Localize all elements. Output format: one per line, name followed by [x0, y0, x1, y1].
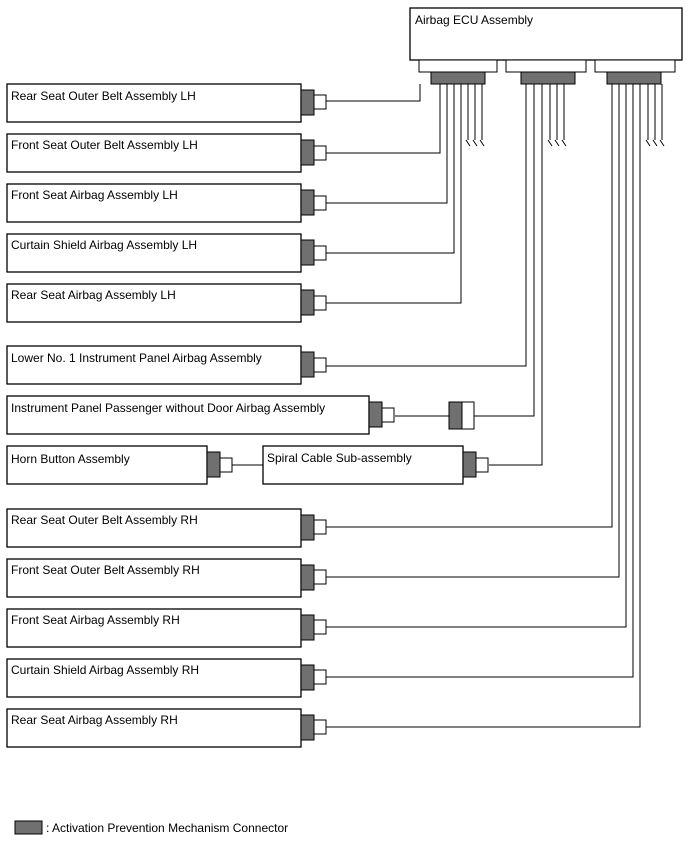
component-front-seat-outer-belt-lh: Front Seat Outer Belt Assembly LH: [6, 133, 327, 173]
connector-plug: [313, 94, 327, 110]
apm-connector: [300, 239, 315, 266]
component-horn-button: Horn Button Assembly: [6, 445, 233, 485]
component-lower-no1-ip-airbag: Lower No. 1 Instrument Panel Airbag Asse…: [6, 345, 327, 385]
connector-plug: [475, 457, 489, 473]
spiral-cable-label: Spiral Cable Sub-assembly: [267, 451, 412, 465]
component-rear-seat-outer-belt-rh: Rear Seat Outer Belt Assembly RH: [6, 508, 327, 548]
component-ip-passenger-airbag: Instrument Panel Passenger without Door …: [6, 395, 475, 435]
apm-connector: [300, 289, 315, 316]
apm-connector: [300, 614, 315, 641]
connector-plug: [313, 195, 327, 211]
legend-label: : Activation Prevention Mechanism Connec…: [46, 821, 288, 835]
connector-plug: [381, 407, 395, 423]
legend-apm-swatch: [14, 820, 43, 835]
rear-seat-airbag-lh-label: Rear Seat Airbag Assembly LH: [11, 288, 176, 302]
lower-no1-ip-airbag-label: Lower No. 1 Instrument Panel Airbag Asse…: [11, 351, 262, 365]
ecu-connector-b-body: [520, 71, 576, 85]
connector-plug: [313, 569, 327, 585]
apm-connector: [300, 351, 315, 378]
component-rear-seat-airbag-rh: Rear Seat Airbag Assembly RH: [6, 708, 327, 748]
component-curtain-shield-airbag-lh: Curtain Shield Airbag Assembly LH: [6, 233, 327, 273]
ecu-connector-c: [594, 59, 676, 73]
connector-plug: [219, 457, 233, 473]
connector-plug: [313, 357, 327, 373]
rear-seat-airbag-rh-label: Rear Seat Airbag Assembly RH: [11, 713, 178, 727]
apm-connector: [368, 401, 383, 428]
legend: : Activation Prevention Mechanism Connec…: [14, 820, 288, 835]
component-rear-seat-outer-belt-lh: Rear Seat Outer Belt Assembly LH: [6, 83, 327, 123]
component-rear-seat-airbag-lh: Rear Seat Airbag Assembly LH: [6, 283, 327, 323]
component-front-seat-outer-belt-rh: Front Seat Outer Belt Assembly RH: [6, 558, 327, 598]
airbag-ecu-assembly: Airbag ECU Assembly: [409, 7, 683, 85]
horn-button-label: Horn Button Assembly: [11, 452, 130, 466]
ecu-label: Airbag ECU Assembly: [415, 13, 533, 27]
apm-connector: [300, 89, 315, 116]
inline-apm-connector: [448, 401, 463, 430]
ecu-connector-c-body: [606, 71, 662, 85]
connector-plug: [313, 295, 327, 311]
apm-connector: [300, 714, 315, 741]
ecu-connector-a: [418, 59, 498, 73]
connector-plug: [313, 519, 327, 535]
ip-passenger-airbag-label: Instrument Panel Passenger without Door …: [11, 401, 325, 415]
connector-plug: [313, 245, 327, 261]
connector-plug: [313, 619, 327, 635]
apm-connector: [300, 139, 315, 166]
wiring-harness: [232, 84, 665, 728]
front-seat-outer-belt-rh-label: Front Seat Outer Belt Assembly RH: [11, 563, 200, 577]
apm-connector: [206, 451, 221, 478]
connector-plug: [313, 669, 327, 685]
apm-connector: [462, 451, 477, 478]
front-seat-outer-belt-lh-label: Front Seat Outer Belt Assembly LH: [11, 138, 198, 152]
component-curtain-shield-airbag-rh: Curtain Shield Airbag Assembly RH: [6, 658, 327, 698]
component-spiral-cable: Spiral Cable Sub-assembly: [262, 445, 489, 485]
component-front-seat-airbag-lh: Front Seat Airbag Assembly LH: [6, 183, 327, 223]
apm-connector: [300, 189, 315, 216]
rear-seat-outer-belt-rh-label: Rear Seat Outer Belt Assembly RH: [11, 513, 198, 527]
apm-connector: [300, 514, 315, 541]
rear-seat-outer-belt-lh-label: Rear Seat Outer Belt Assembly LH: [11, 89, 196, 103]
connector-plug: [313, 719, 327, 735]
curtain-shield-airbag-rh-label: Curtain Shield Airbag Assembly RH: [11, 663, 199, 677]
ecu-connector-a-body: [430, 71, 486, 85]
front-seat-airbag-lh-label: Front Seat Airbag Assembly LH: [11, 188, 178, 202]
apm-connector: [300, 564, 315, 591]
connector-plug: [313, 145, 327, 161]
front-seat-airbag-rh-label: Front Seat Airbag Assembly RH: [11, 613, 180, 627]
component-front-seat-airbag-rh: Front Seat Airbag Assembly RH: [6, 608, 327, 648]
apm-connector: [300, 664, 315, 691]
curtain-shield-airbag-lh-label: Curtain Shield Airbag Assembly LH: [11, 238, 197, 252]
ecu-connector-b: [505, 59, 587, 73]
inline-connector-plug: [461, 401, 475, 430]
